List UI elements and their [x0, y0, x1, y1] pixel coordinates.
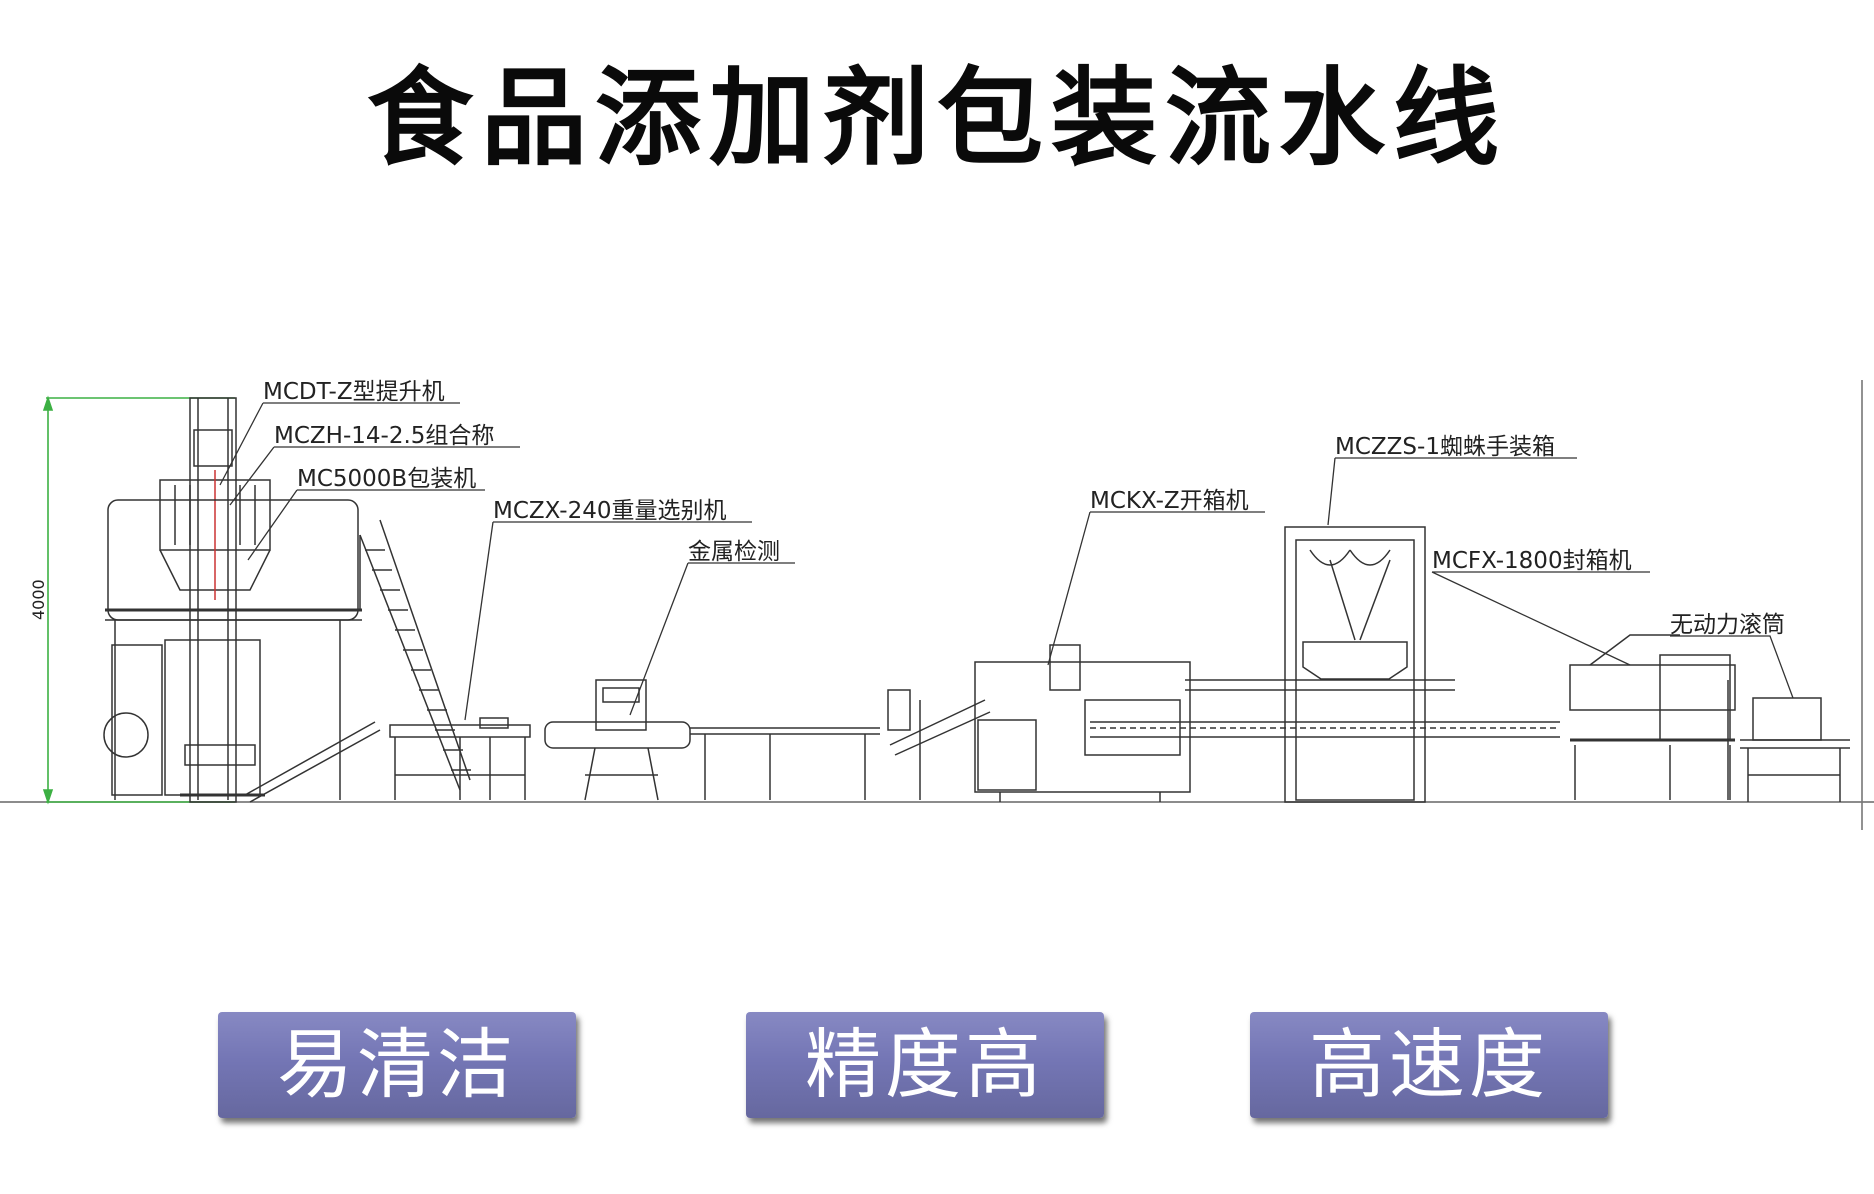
label-case-erector: MCKX-Z开箱机	[1090, 488, 1249, 514]
unpowered-roller	[1740, 697, 1850, 802]
label-case-sealer: MCFX-1800封箱机	[1432, 548, 1632, 574]
feature-easy-clean: 易清洁	[218, 1012, 576, 1118]
label-weigher: MCZH-14-2.5组合称	[274, 423, 494, 449]
checkweigher	[389, 717, 531, 800]
dimension-value: 4000	[29, 579, 48, 620]
label-elevator: MCDT-Z型提升机	[263, 379, 445, 405]
height-dimension	[42, 395, 235, 805]
label-metal-detector: 金属检测	[688, 539, 780, 565]
packing-tower	[103, 397, 471, 803]
leader-lines	[219, 402, 1794, 721]
feature-high-speed: 高速度	[1250, 1012, 1608, 1118]
case-erector	[887, 644, 1191, 802]
spider-case-packer	[1090, 526, 1560, 803]
case-sealer	[1569, 634, 1736, 800]
label-roller: 无动力滚筒	[1670, 612, 1785, 638]
label-spider-packer: MCZZS-1蜘蛛手装箱	[1335, 434, 1555, 460]
label-packer: MC5000B包装机	[297, 466, 476, 492]
feature-high-precision: 精度高	[746, 1012, 1104, 1118]
page-title: 食品添加剂包装流水线	[367, 57, 1507, 180]
label-checkweigher: MCZX-240重量选别机	[493, 498, 726, 524]
metal-detector	[544, 679, 880, 801]
